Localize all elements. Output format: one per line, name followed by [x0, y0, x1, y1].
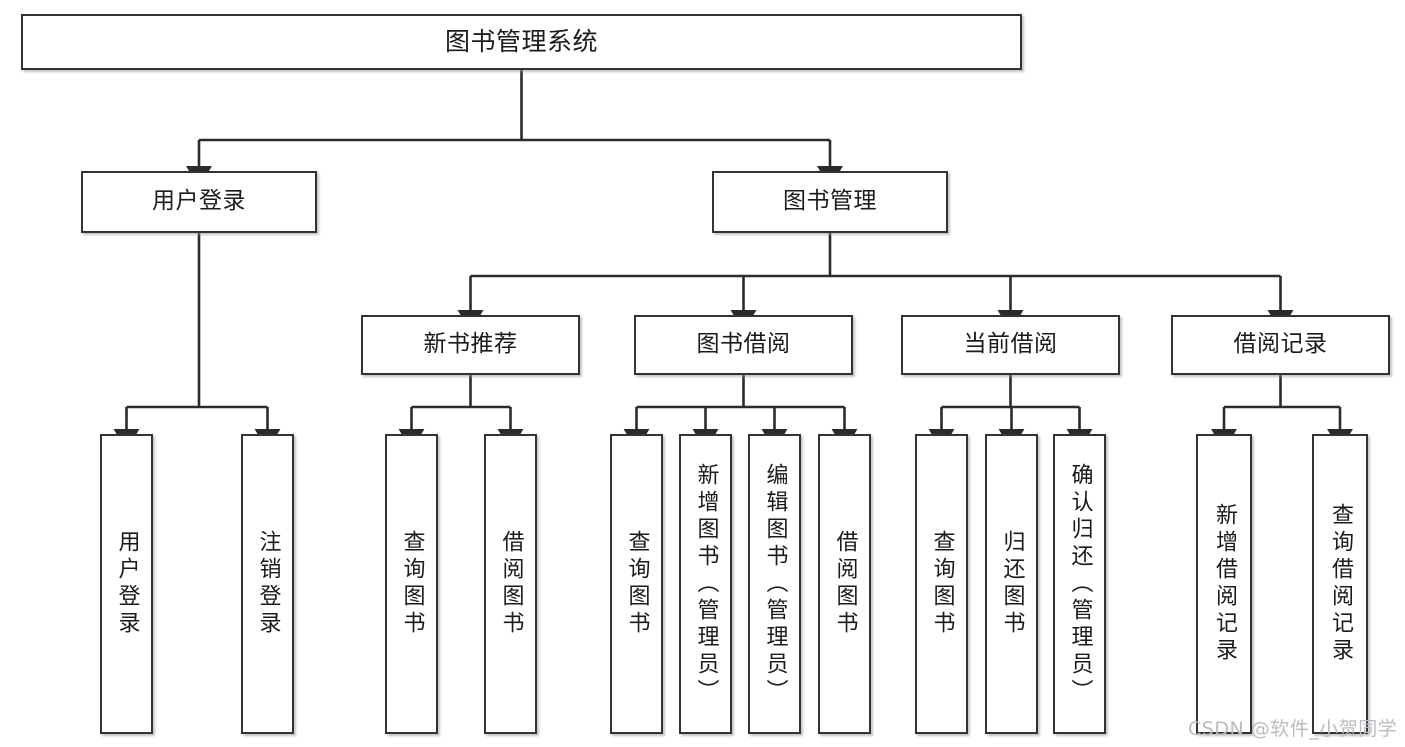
node-label-leaf-query-book-3: 查询图书 — [929, 530, 955, 638]
leaf-node-leaf-user-login[interactable]: 用户登录 — [100, 434, 153, 734]
node-label-book-borrow: 图书借阅 — [696, 331, 791, 358]
level1-node-book-manage[interactable]: 图书管理 — [712, 171, 948, 233]
level2-node-current-borrow[interactable]: 当前借阅 — [901, 315, 1120, 375]
leaf-node-leaf-query-book-1[interactable]: 查询图书 — [385, 434, 438, 734]
node-label-leaf-query-record: 查询借阅记录 — [1328, 503, 1353, 665]
node-label-new-book-recommend: 新书推荐 — [423, 331, 518, 358]
node-label-root: 图书管理系统 — [444, 27, 598, 57]
level1-node-user-login[interactable]: 用户登录 — [81, 171, 317, 233]
node-label-leaf-edit-book: 编辑图书（管理员） — [762, 462, 788, 706]
node-label-leaf-confirm-return: 确认归还（管理员） — [1067, 462, 1093, 706]
node-label-leaf-query-book-1: 查询图书 — [399, 530, 425, 638]
node-label-leaf-user-login: 用户登录 — [114, 530, 140, 638]
node-label-book-manage: 图书管理 — [783, 188, 877, 215]
leaf-node-leaf-add-record[interactable]: 新增借阅记录 — [1196, 434, 1252, 734]
node-label-leaf-add-book: 新增图书（管理员） — [693, 462, 719, 706]
node-label-leaf-query-book-2: 查询图书 — [624, 530, 650, 638]
root-node-root[interactable]: 图书管理系统 — [21, 14, 1022, 70]
level2-node-borrow-record[interactable]: 借阅记录 — [1171, 315, 1390, 375]
leaf-node-leaf-borrow-book-2[interactable]: 借阅图书 — [818, 434, 871, 734]
node-label-borrow-record: 借阅记录 — [1233, 331, 1328, 358]
node-label-current-borrow: 当前借阅 — [963, 331, 1058, 358]
level2-node-book-borrow[interactable]: 图书借阅 — [634, 315, 853, 375]
leaf-node-leaf-query-record[interactable]: 查询借阅记录 — [1312, 434, 1368, 734]
leaf-node-leaf-logout[interactable]: 注销登录 — [241, 434, 294, 734]
leaf-node-leaf-query-book-3[interactable]: 查询图书 — [915, 434, 968, 734]
leaf-node-leaf-borrow-book-1[interactable]: 借阅图书 — [484, 434, 537, 734]
connector-group — [113, 70, 1353, 451]
leaf-node-leaf-return-book[interactable]: 归还图书 — [985, 434, 1038, 734]
leaf-node-leaf-query-book-2[interactable]: 查询图书 — [610, 434, 663, 734]
node-label-leaf-add-record: 新增借阅记录 — [1212, 503, 1237, 665]
node-label-leaf-borrow-book-1: 借阅图书 — [498, 530, 524, 638]
level2-node-new-book-recommend[interactable]: 新书推荐 — [361, 315, 580, 375]
node-label-user-login: 用户登录 — [152, 188, 246, 215]
node-label-leaf-logout: 注销登录 — [255, 530, 281, 638]
leaf-node-leaf-edit-book[interactable]: 编辑图书（管理员） — [748, 434, 801, 734]
node-label-leaf-borrow-book-2: 借阅图书 — [832, 530, 858, 638]
node-label-leaf-return-book: 归还图书 — [999, 530, 1025, 638]
leaf-node-leaf-confirm-return[interactable]: 确认归还（管理员） — [1053, 434, 1106, 734]
leaf-node-leaf-add-book[interactable]: 新增图书（管理员） — [679, 434, 732, 734]
